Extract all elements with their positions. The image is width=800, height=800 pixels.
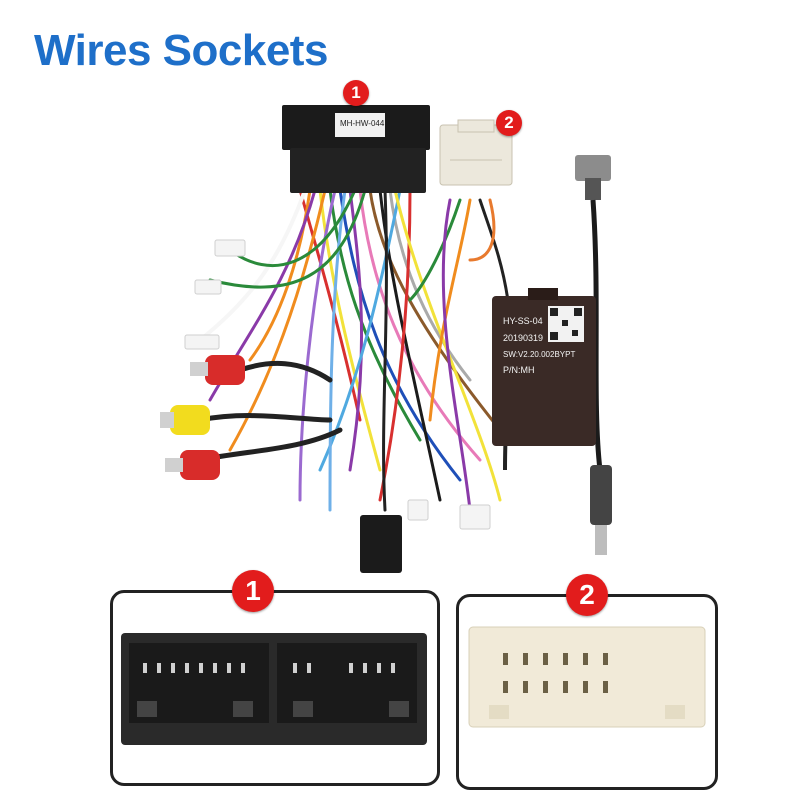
detail-panel-connector-two bbox=[456, 594, 718, 790]
module-line-3: SW:V2.20.002BYPT bbox=[503, 350, 576, 359]
badge-one-icon: 1 bbox=[343, 80, 369, 106]
antenna-adapter bbox=[575, 155, 612, 555]
rca-plugs bbox=[160, 355, 245, 480]
module-line-1: HY-SS-04 bbox=[503, 316, 543, 326]
connector-two-closeup bbox=[468, 626, 706, 728]
detail-panel-connector-one bbox=[110, 590, 440, 786]
module-line-2: 20190319 bbox=[503, 333, 544, 343]
badge-two-large-icon: 2 bbox=[566, 574, 608, 616]
white-connector-two bbox=[439, 119, 513, 186]
badge-one-large-icon: 1 bbox=[232, 570, 274, 612]
bottom-black-plug bbox=[360, 515, 402, 573]
wire-bundle bbox=[198, 188, 515, 512]
main-connector-one: MH-HW-044 bbox=[282, 105, 430, 193]
main-connector-label: MH-HW-044 bbox=[340, 119, 385, 128]
connector-one-closeup bbox=[121, 633, 427, 745]
module-line-4: P/N:MH bbox=[503, 365, 535, 375]
control-module bbox=[492, 288, 596, 471]
page-title: Wires Sockets bbox=[34, 26, 328, 75]
badge-two-icon: 2 bbox=[496, 110, 522, 136]
small-white-plugs bbox=[184, 239, 491, 530]
